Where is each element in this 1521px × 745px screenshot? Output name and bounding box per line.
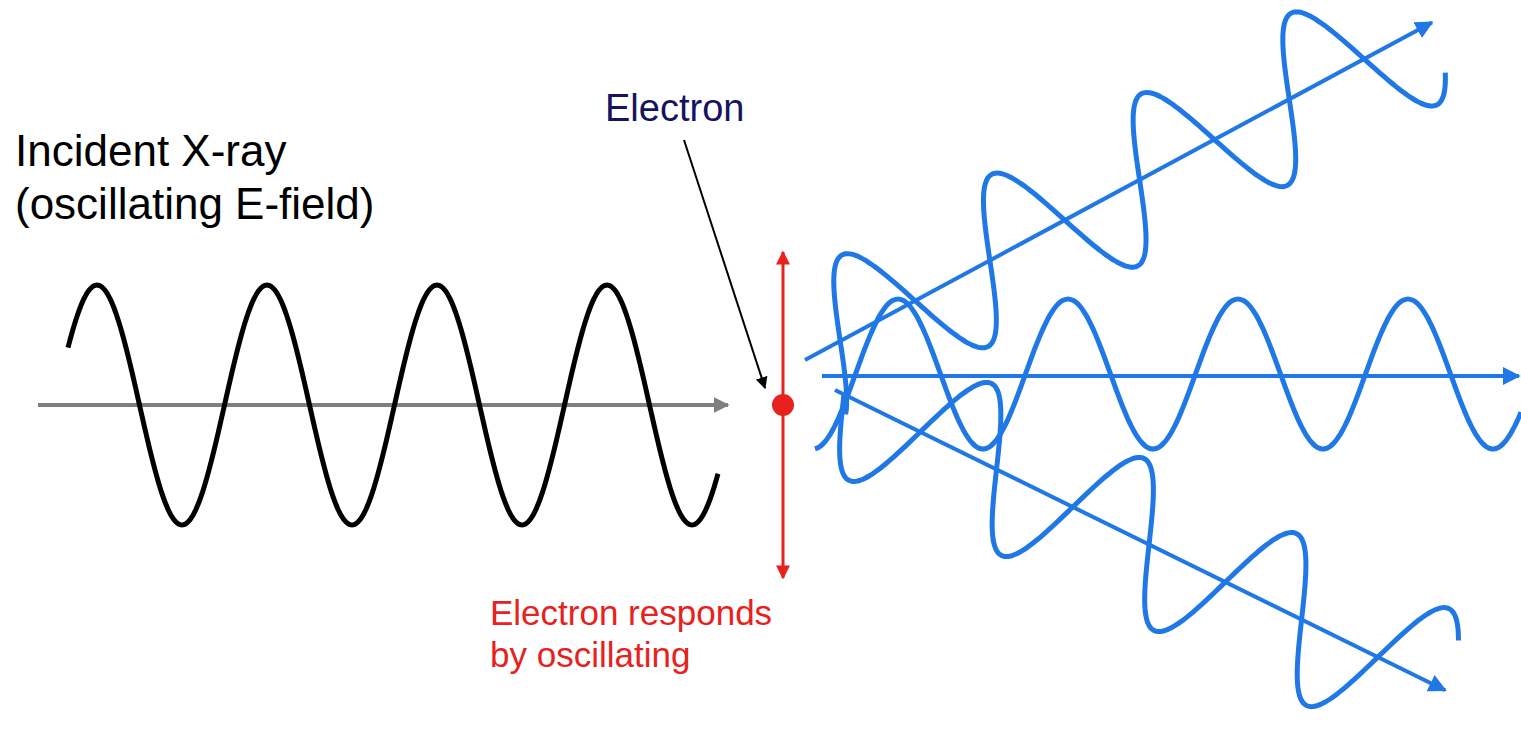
scattered-wave bbox=[815, 299, 1521, 449]
scattered-wave bbox=[778, 0, 1457, 421]
scattered-ray-up bbox=[769, 0, 1467, 426]
leader-line bbox=[684, 140, 765, 388]
scattered-ray-down bbox=[802, 323, 1478, 745]
scattered-axis-arrow bbox=[822, 374, 1519, 378]
wave-label: Incident X-ray (oscillating E-field) bbox=[15, 125, 435, 231]
incident-wave bbox=[68, 285, 718, 525]
electron-dot bbox=[772, 394, 794, 416]
electron-label: Electron bbox=[605, 86, 805, 132]
oscillation-label: Electron responds by oscillating bbox=[490, 592, 810, 676]
scattered-axis-arrow bbox=[805, 22, 1432, 360]
scattered-axis-arrow bbox=[835, 390, 1445, 690]
scattered-wave bbox=[811, 327, 1469, 745]
